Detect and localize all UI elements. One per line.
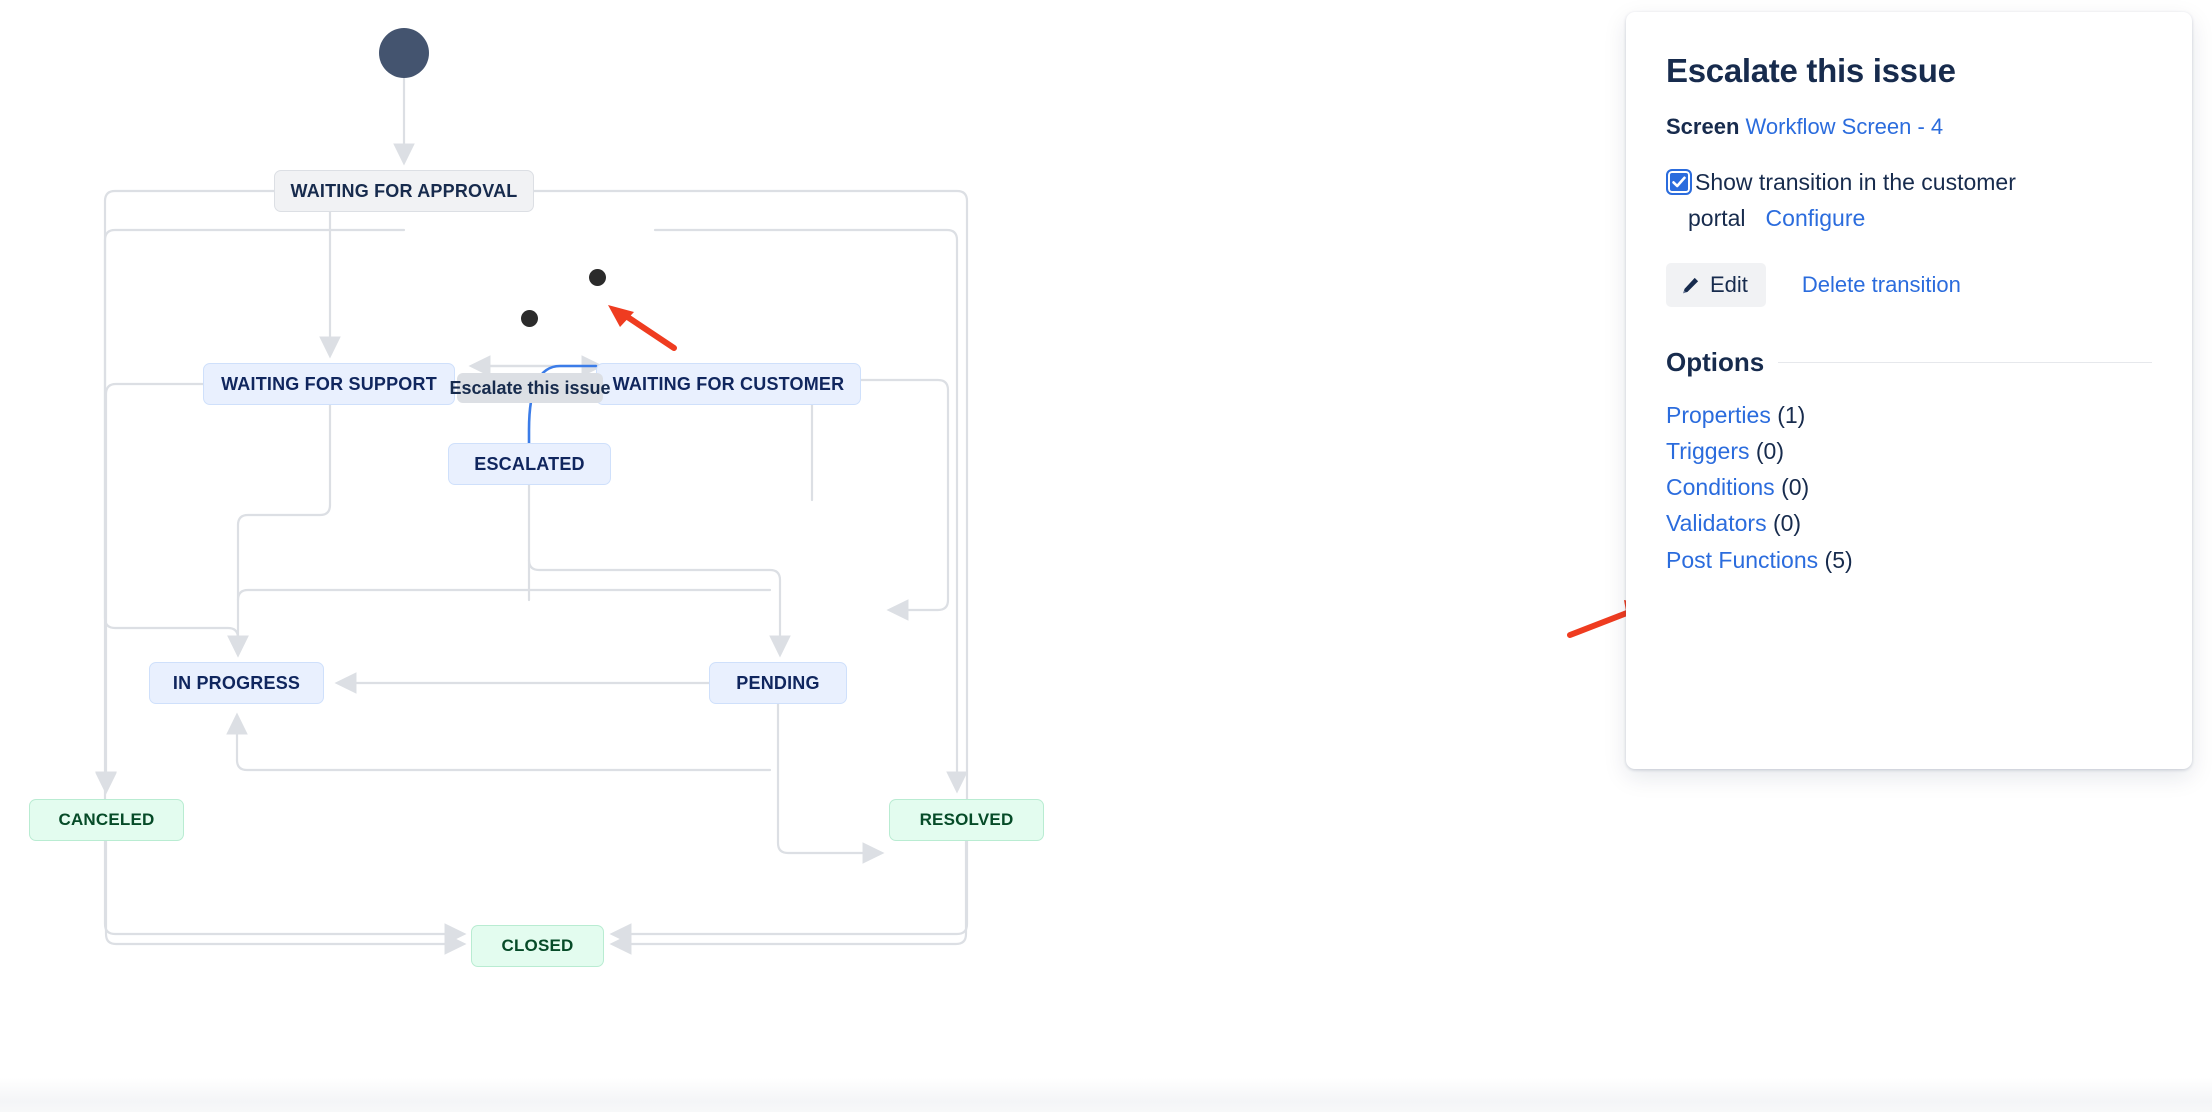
triggers-option[interactable]: Triggers (0) — [1666, 433, 2152, 469]
conditions-option[interactable]: Conditions (0) — [1666, 469, 2152, 505]
post-functions-link[interactable]: Post Functions — [1666, 546, 1819, 573]
validators-count: (0) — [1772, 510, 1802, 537]
workflow-edges — [95, 76, 969, 955]
workflow-node-in-progress[interactable]: IN PROGRESS — [149, 662, 324, 704]
validators-option[interactable]: Validators (0) — [1666, 505, 2152, 541]
start-circle[interactable] — [379, 28, 429, 78]
workflow-node-waiting-for-approval[interactable]: WAITING FOR APPROVAL — [274, 170, 534, 212]
workflow-node-label: PENDING — [736, 672, 820, 693]
workflow-node-closed[interactable]: CLOSED — [471, 925, 604, 967]
workflow-node-waiting-for-support[interactable]: WAITING FOR SUPPORT — [203, 363, 455, 405]
checkmark-icon — [1672, 176, 1686, 187]
show-transition-in-portal-row: Show transition in the customer portal Co… — [1666, 164, 2136, 238]
post-functions-count: (5) — [1824, 546, 1853, 573]
configure-link[interactable]: Configure — [1765, 205, 1866, 232]
options-divider — [1778, 362, 2152, 364]
workflow-node-label: WAITING FOR APPROVAL — [290, 180, 518, 201]
transition-endpoint-target-dot[interactable] — [589, 269, 606, 286]
transition-detail-panel: Escalate this issue Screen Workflow Scre… — [1626, 12, 2192, 769]
show-in-portal-label-line1: Show transition in the customer — [1695, 168, 2016, 195]
workflow-node-label: CANCELED — [58, 810, 155, 829]
options-header-row: Options — [1666, 347, 2152, 378]
transition-label-escalate-this-issue[interactable]: Escalate this issue — [449, 373, 611, 403]
edit-button-label: Edit — [1710, 272, 1748, 298]
validators-link[interactable]: Validators — [1666, 510, 1767, 537]
workflow-node-resolved[interactable]: RESOLVED — [889, 799, 1044, 841]
triggers-link[interactable]: Triggers — [1666, 438, 1750, 465]
screen-link[interactable]: Workflow Screen - 4 — [1745, 113, 1944, 139]
transition-endpoint-source-dot[interactable] — [521, 310, 538, 327]
post-functions-option[interactable]: Post Functions (5) — [1666, 542, 2152, 578]
properties-link[interactable]: Properties — [1666, 402, 1771, 429]
workflow-node-pending[interactable]: PENDING — [709, 662, 847, 704]
workflow-diagram-canvas[interactable]: WAITING FOR APPROVAL WAITING FOR SUPPORT W… — [0, 0, 1620, 1112]
edit-button[interactable]: Edit — [1666, 263, 1766, 308]
triggers-count: (0) — [1755, 438, 1785, 465]
workflow-node-label: IN PROGRESS — [172, 672, 301, 693]
workflow-node-label: WAITING FOR CUSTOMER — [612, 373, 845, 394]
conditions-link[interactable]: Conditions — [1666, 474, 1775, 501]
workflow-node-canceled[interactable]: CANCELED — [29, 799, 184, 841]
panel-action-row: Edit Delete transition — [1666, 263, 2152, 308]
conditions-count: (0) — [1781, 474, 1810, 501]
delete-transition-link[interactable]: Delete transition — [1801, 272, 1961, 298]
properties-option[interactable]: Properties (1) — [1666, 397, 2152, 433]
workflow-node-label: WAITING FOR SUPPORT — [221, 373, 437, 394]
properties-count: (1) — [1777, 402, 1806, 429]
pencil-icon — [1683, 277, 1699, 293]
show-in-portal-label-line2: portal — [1688, 205, 1746, 232]
workflow-node-label: CLOSED — [501, 936, 574, 955]
options-header: Options — [1666, 347, 1765, 378]
options-list: Properties (1)Triggers (0)Conditions (0)… — [1666, 397, 2152, 578]
workflow-node-waiting-for-customer[interactable]: WAITING FOR CUSTOMER — [596, 363, 861, 405]
workflow-node-escalated[interactable]: ESCALATED — [448, 443, 611, 485]
screen-row: Screen Workflow Screen - 4 — [1666, 113, 2152, 142]
workflow-node-label: RESOLVED — [919, 810, 1014, 829]
screen-label: Screen — [1666, 113, 1740, 139]
panel-title: Escalate this issue — [1666, 52, 1956, 89]
workflow-node-label: ESCALATED — [474, 453, 585, 474]
show-in-portal-checkbox[interactable] — [1666, 168, 1692, 195]
